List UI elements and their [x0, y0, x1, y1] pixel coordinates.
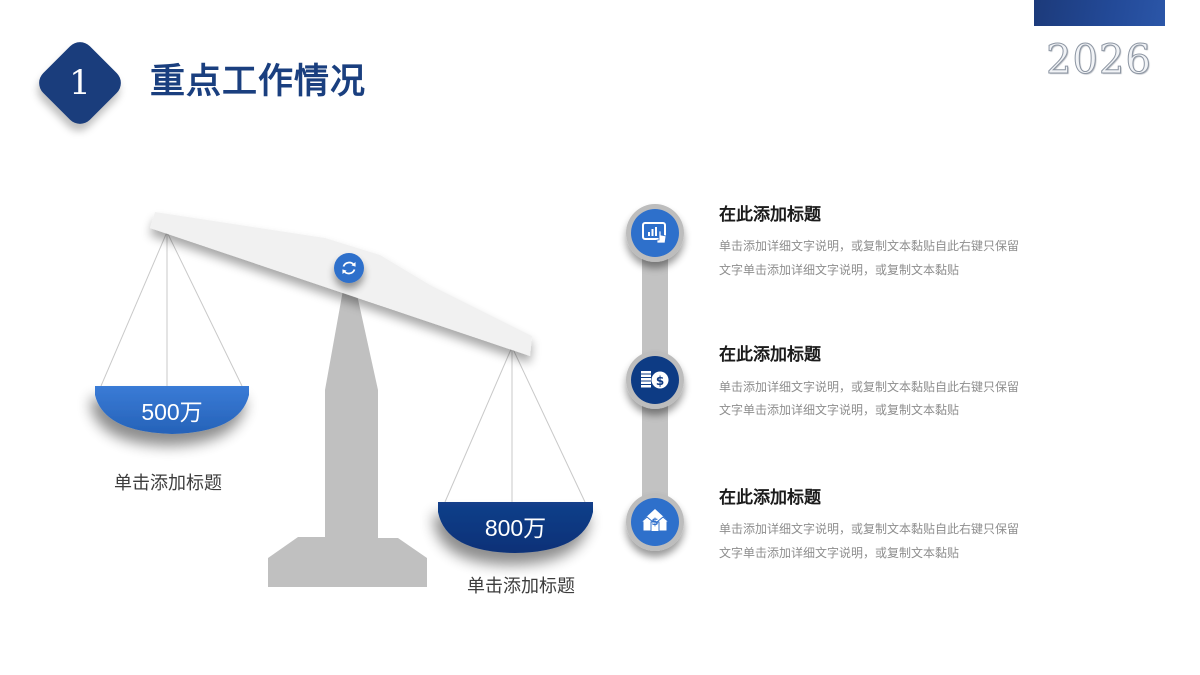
- right-pan: [438, 502, 593, 553]
- timeline-item-1-desc-line2: 文字单击添加详细文字说明，或复制文本黏贴: [719, 263, 960, 277]
- timeline-item-2-desc-line1: 单击添加详细文字说明，或复制文本黏贴自此右键只保留: [719, 380, 1020, 394]
- left-pan-value: 500万: [141, 399, 203, 425]
- right-pan-strings: [444, 346, 586, 503]
- left-pan-strings: [100, 231, 243, 387]
- svg-text:$: $: [652, 517, 659, 528]
- house-dollar-icon: $: [639, 509, 671, 532]
- section-number: 1: [69, 63, 91, 103]
- timeline-item-3-title[interactable]: 在此添加标题: [719, 488, 821, 508]
- page-title: 重点工作情况: [150, 62, 367, 102]
- refresh-icon: [342, 261, 356, 275]
- left-pan-caption[interactable]: 单击添加标题: [114, 473, 222, 494]
- timeline-item-2-title[interactable]: 在此添加标题: [719, 345, 821, 365]
- pivot-button: [334, 253, 364, 283]
- timeline-item-1-desc-line1: 单击添加详细文字说明，或复制文本黏贴自此右键只保留: [719, 239, 1020, 253]
- top-accent-bar: [1034, 0, 1165, 26]
- right-pan-caption[interactable]: 单击添加标题: [467, 576, 575, 597]
- coin-stack-dollar-icon: $: [641, 371, 669, 389]
- scale-pillar: [268, 290, 427, 587]
- year-label: 2026: [1046, 37, 1152, 84]
- timeline-item-3-desc-line1: 单击添加详细文字说明，或复制文本黏贴自此右键只保留: [719, 522, 1020, 536]
- timeline-item-3-desc-line2: 文字单击添加详细文字说明，或复制文本黏贴: [719, 546, 960, 560]
- timeline-item-1-title[interactable]: 在此添加标题: [719, 205, 821, 225]
- left-pan: [95, 386, 249, 434]
- scale-beam: [150, 212, 532, 356]
- svg-text:$: $: [656, 374, 664, 388]
- chart-touch-icon: [642, 222, 667, 244]
- timeline-item-2-desc-line2: 文字单击添加详细文字说明，或复制文本黏贴: [719, 403, 960, 417]
- right-pan-value: 800万: [484, 515, 547, 541]
